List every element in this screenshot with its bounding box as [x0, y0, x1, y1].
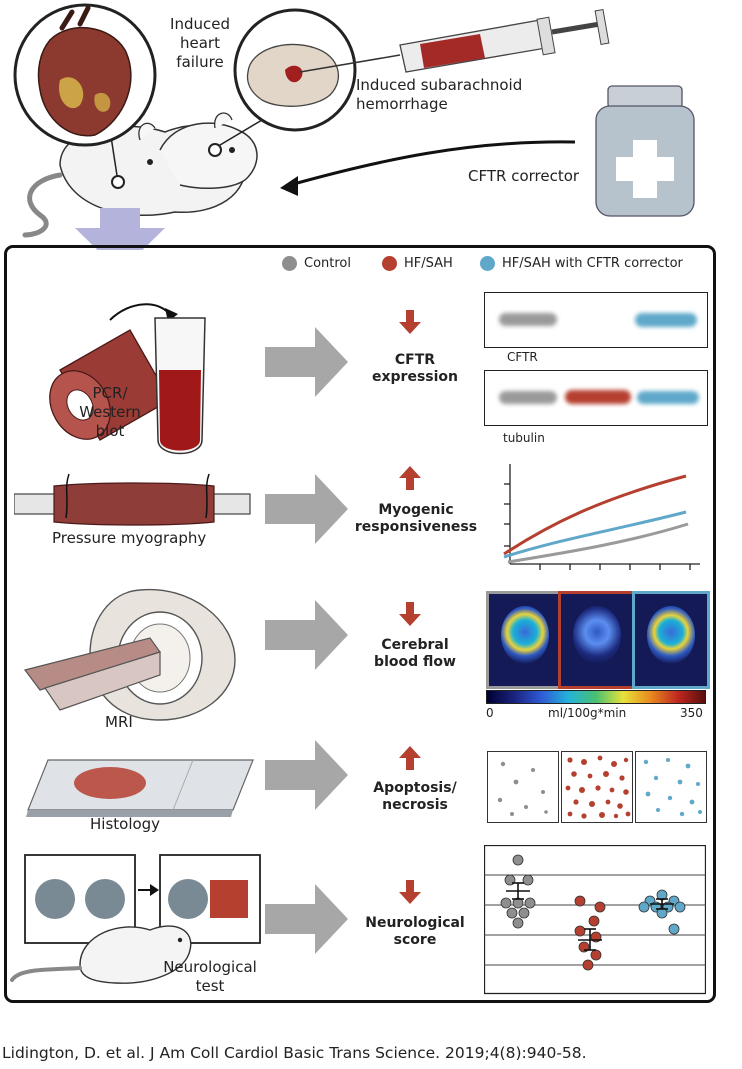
curve-hfsah — [503, 474, 687, 556]
arrow-row-3 — [265, 600, 348, 670]
colorbar-unit: ml/100g*min — [548, 706, 627, 720]
histology-slide-illustration — [26, 759, 254, 817]
legend: Control HF/SAH HF/SAH with CFTR correcto… — [282, 254, 712, 274]
curve-control — [507, 522, 689, 564]
down-arrow-icon — [399, 310, 421, 334]
syringe-illustration — [299, 8, 610, 73]
arrow-row-2 — [265, 474, 348, 544]
legend-label-corrector: HF/SAH with CFTR corrector — [502, 256, 683, 271]
downward-arrow — [75, 208, 165, 250]
blot-cftr-label: CFTR — [507, 350, 538, 364]
brain-inset — [208, 8, 357, 157]
blot-band-corrector — [635, 313, 697, 327]
histology-hfsah — [561, 751, 633, 823]
process-arrows — [265, 327, 348, 954]
mri-scanner-illustration — [23, 588, 236, 721]
colorbar — [486, 690, 706, 704]
myogenic-chart — [503, 464, 700, 570]
mri-scan-control — [486, 591, 564, 689]
blot-band-control — [499, 391, 557, 404]
heart-inset — [13, 3, 157, 189]
curve-corrector — [503, 510, 687, 559]
mri-scan-corrector — [632, 591, 710, 689]
blot-band-hfsah — [565, 390, 631, 404]
medicine-bottle-icon — [595, 85, 695, 217]
top-illustration — [13, 3, 695, 250]
legend-label-hfsah: HF/SAH — [404, 256, 453, 271]
up-arrow-icon — [399, 466, 421, 490]
pressure-myography-illustration — [14, 473, 251, 526]
corrector-arrow — [289, 140, 576, 187]
up-arrow-icon — [399, 746, 421, 770]
colorbar-min: 0 — [486, 706, 494, 720]
sah-label: Induced subarachnoid hemorrhage — [356, 76, 523, 113]
corrector-label: CFTR corrector — [468, 167, 580, 185]
arrow-row-5 — [265, 884, 348, 954]
artery-tube-illustration — [49, 303, 206, 455]
blot-tubulin-label: tubulin — [503, 431, 545, 445]
legend-label-control: Control — [304, 256, 351, 271]
blot-band-control — [499, 313, 557, 326]
mice-illustration — [22, 112, 258, 238]
legend-dot-hfsah — [382, 256, 397, 271]
results-panel — [4, 245, 716, 1003]
neuro-score-chart — [484, 845, 706, 995]
legend-dot-control — [282, 256, 297, 271]
method-pressure-myography: Pressure myography — [52, 529, 207, 547]
down-arrow-icon — [399, 602, 421, 626]
blot-band-corrector — [637, 391, 699, 404]
method-histology: Histology — [90, 815, 161, 833]
legend-dot-corrector — [480, 256, 495, 271]
heart-failure-label: Induced heart failure — [170, 15, 230, 71]
outcome-apoptosis: Apoptosis/necrosis — [373, 780, 457, 813]
citation: Lidington, D. et al. J Am Coll Cardiol B… — [2, 1044, 587, 1062]
blot-cftr — [484, 292, 708, 348]
colorbar-max: 350 — [680, 706, 703, 720]
histology-control — [487, 751, 559, 823]
down-arrow-icon — [399, 880, 421, 904]
blot-tubulin — [484, 370, 708, 426]
method-mri: MRI — [105, 713, 133, 731]
arrow-row-1 — [265, 327, 348, 397]
arrow-row-4 — [265, 740, 348, 810]
neurological-test-illustration — [10, 854, 261, 984]
histology-corrector — [635, 751, 707, 823]
mri-scan-hfsah — [558, 591, 636, 689]
direction-arrows — [399, 310, 421, 904]
